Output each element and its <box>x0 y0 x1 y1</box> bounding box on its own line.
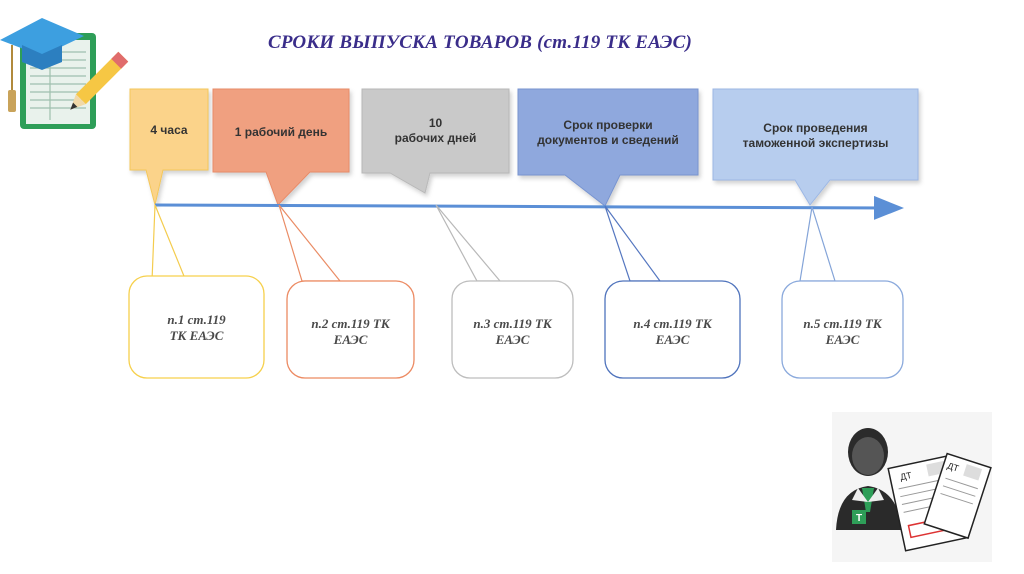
graduation-cap-document-pencil-icon <box>0 18 129 129</box>
callout-4-hours <box>129 88 209 206</box>
reference-1-line2: ТК ЕАЭС <box>169 328 224 343</box>
connector-5 <box>799 206 836 282</box>
callout-3-line2: рабочих дней <box>394 131 477 145</box>
callout-1-working-day <box>212 88 350 206</box>
reference-text-3: п.3 ст.119 ТК ЕАЭС <box>452 316 573 348</box>
callout-5-line1: Срок проведения <box>763 121 868 135</box>
connector-4 <box>604 205 662 282</box>
customs-officer-declaration-icon: T ДТ ДТ <box>832 412 992 562</box>
ref-box-1 <box>128 275 265 379</box>
reference-4-line2: ЕАЭС <box>655 332 690 347</box>
callout-4-line2: документов и сведений <box>537 133 679 147</box>
callout-10-working-days <box>361 88 510 194</box>
connector-1 <box>151 204 187 282</box>
callout-text-5: Срок проведения таможенной экспертизы <box>713 121 918 151</box>
reference-text-5: п.5 ст.119 ТК ЕАЭС <box>782 316 903 348</box>
reference-2-line2: ЕАЭС <box>333 332 368 347</box>
reference-5-line2: ЕАЭС <box>825 332 860 347</box>
reference-text-2: п.2 ст.119 ТК ЕАЭС <box>287 316 414 348</box>
svg-text:T: T <box>856 513 862 524</box>
callout-document-check-period <box>517 88 699 207</box>
ref-box-4 <box>604 280 741 379</box>
connector-3 <box>435 204 502 282</box>
callout-text-3: 10 рабочих дней <box>362 116 509 146</box>
callout-3-line1: 10 <box>428 116 443 130</box>
reference-3-line2: ЕАЭС <box>495 332 530 347</box>
reference-5-line1: п.5 ст.119 ТК <box>803 316 882 331</box>
callout-2-line1: 1 рабочий день <box>234 125 328 139</box>
reference-4-line1: п.4 ст.119 ТК <box>633 316 712 331</box>
callout-text-1: 4 часа <box>130 123 208 138</box>
callout-customs-examination-period <box>712 88 919 206</box>
callout-5-line2: таможенной экспертизы <box>742 136 889 150</box>
reference-1-line1: п.1 ст.119 <box>167 312 226 327</box>
timeline-arrow <box>154 195 904 220</box>
connector-2 <box>278 204 342 282</box>
callout-text-4: Срок проверки документов и сведений <box>518 118 698 148</box>
reference-2-line1: п.2 ст.119 ТК <box>311 316 390 331</box>
ref-box-2 <box>286 280 415 379</box>
reference-text-4: п.4 ст.119 ТК ЕАЭС <box>605 316 740 348</box>
callout-4-line1: Срок проверки <box>563 118 653 132</box>
reference-text-1: п.1 ст.119 ТК ЕАЭС <box>129 312 264 344</box>
reference-3-line1: п.3 ст.119 ТК <box>473 316 552 331</box>
ref-box-5 <box>781 280 904 379</box>
doc-label-2: ДТ <box>946 460 961 473</box>
doc-label-1: ДТ <box>899 470 913 482</box>
callout-1-line1: 4 часа <box>150 123 188 137</box>
callout-text-2: 1 рабочий день <box>213 125 349 140</box>
ref-box-3 <box>451 280 574 379</box>
slide-title: СРОКИ ВЫПУСКА ТОВАРОВ (ст.119 ТК ЕАЭС) <box>267 32 692 53</box>
